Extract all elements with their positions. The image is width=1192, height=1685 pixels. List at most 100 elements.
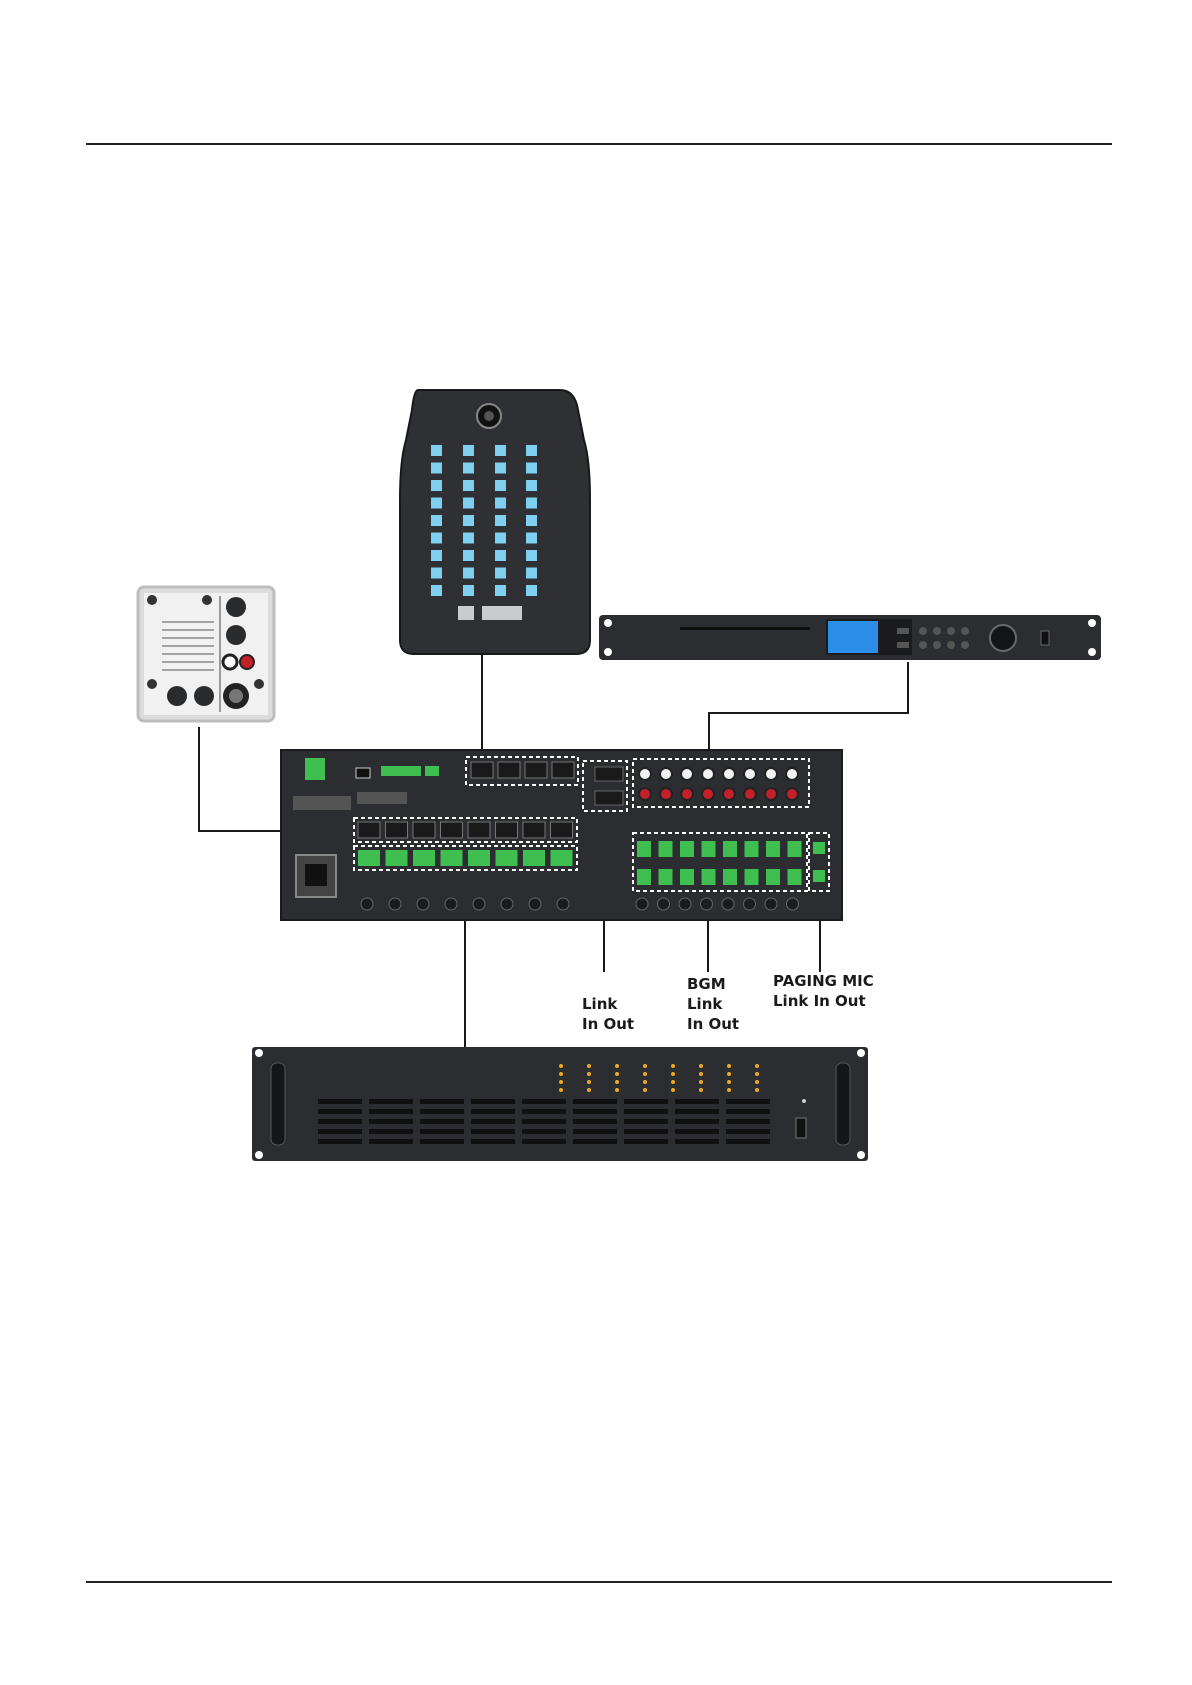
rj45-port-icon	[471, 762, 493, 778]
mic-select-button	[463, 480, 474, 491]
vent-slot	[369, 1139, 413, 1144]
vent-slot	[726, 1139, 770, 1144]
vent-slot	[471, 1139, 515, 1144]
terminal-block	[788, 869, 802, 885]
led-indicator	[643, 1072, 647, 1076]
mic-select-button	[431, 498, 442, 509]
terminal-block	[702, 841, 716, 857]
vent-slot	[624, 1119, 668, 1124]
terminal-block	[441, 850, 463, 866]
mic-select-button	[431, 463, 442, 474]
mic-select-button	[495, 533, 506, 544]
led-indicator	[727, 1088, 731, 1092]
led-indicator	[559, 1072, 563, 1076]
vent-slot	[726, 1129, 770, 1134]
mic-select-button	[495, 550, 506, 561]
knob-icon	[658, 898, 670, 910]
callout-bgm: BGM Link In Out	[687, 974, 739, 1034]
knob-icon	[701, 898, 713, 910]
vent-slot	[369, 1109, 413, 1114]
vent-slot	[471, 1099, 515, 1104]
rca-jack-icon	[702, 768, 714, 780]
mic-select-button	[526, 480, 537, 491]
mic-select-button	[463, 515, 474, 526]
vent-slot	[624, 1099, 668, 1104]
terminal-block	[659, 841, 673, 857]
power-amplifier	[252, 1047, 868, 1161]
terminal-block	[680, 869, 694, 885]
vent-slot	[624, 1109, 668, 1114]
mic-select-button	[463, 498, 474, 509]
mic-select-button	[495, 515, 506, 526]
mic-select-button	[463, 445, 474, 456]
mic-select-button	[495, 445, 506, 456]
terminal-block	[680, 841, 694, 857]
vent-slot	[573, 1099, 617, 1104]
rack-handle	[836, 1063, 850, 1145]
vent-slot	[318, 1129, 362, 1134]
vent-slot	[726, 1119, 770, 1124]
vent-slot	[624, 1129, 668, 1134]
knob-icon	[501, 898, 513, 910]
mic-select-button	[526, 550, 537, 561]
vent-slot	[675, 1109, 719, 1114]
vent-slot	[420, 1109, 464, 1114]
vent-slot	[420, 1099, 464, 1104]
led-indicator	[755, 1064, 759, 1068]
terminal-block	[523, 850, 545, 866]
mic-select-button	[526, 498, 537, 509]
mic-select-button	[495, 498, 506, 509]
vent-slot	[573, 1129, 617, 1134]
led-indicator	[699, 1072, 703, 1076]
rca-jack-icon	[702, 788, 714, 800]
mic-select-button	[495, 480, 506, 491]
vent-slot	[369, 1099, 413, 1104]
terminal-block	[551, 850, 573, 866]
rca-jack-icon	[786, 768, 798, 780]
led-indicator	[755, 1072, 759, 1076]
led-indicator	[755, 1088, 759, 1092]
terminal-block	[766, 841, 780, 857]
led-indicator	[727, 1064, 731, 1068]
led-indicator	[643, 1080, 647, 1084]
vent-slot	[522, 1099, 566, 1104]
knob-icon	[557, 898, 569, 910]
knob-icon	[722, 898, 734, 910]
vent-slot	[318, 1099, 362, 1104]
led-indicator	[587, 1072, 591, 1076]
rj45-port-icon	[358, 822, 380, 838]
vent-slot	[573, 1139, 617, 1144]
terminal-block	[637, 869, 651, 885]
terminal-block	[358, 850, 380, 866]
jog-dial-icon	[990, 625, 1016, 651]
knob-icon	[473, 898, 485, 910]
terminal-block	[723, 869, 737, 885]
vent-slot	[624, 1139, 668, 1144]
rca-jack-icon	[639, 788, 651, 800]
mic-select-button	[526, 585, 537, 596]
rj45-port-icon	[496, 822, 518, 838]
vent-slot	[675, 1139, 719, 1144]
led-indicator	[615, 1088, 619, 1092]
rj45-port-icon	[523, 822, 545, 838]
terminal-block	[413, 850, 435, 866]
mic-select-button	[495, 585, 506, 596]
mic-select-button	[463, 568, 474, 579]
led-indicator	[671, 1072, 675, 1076]
led-indicator	[615, 1072, 619, 1076]
callout-link: Link In Out	[582, 994, 634, 1034]
rca-jack-icon	[660, 788, 672, 800]
vent-slot	[573, 1109, 617, 1114]
vent-slot	[522, 1139, 566, 1144]
mic-select-button	[526, 515, 537, 526]
terminal-block	[745, 841, 759, 857]
led-indicator	[587, 1064, 591, 1068]
mic-select-button	[495, 568, 506, 579]
terminal-block	[637, 841, 651, 857]
knob-icon	[787, 898, 799, 910]
mic-select-button	[526, 533, 537, 544]
vent-slot	[675, 1099, 719, 1104]
mic-select-button	[463, 463, 474, 474]
led-indicator	[699, 1088, 703, 1092]
rca-jack-icon	[744, 788, 756, 800]
